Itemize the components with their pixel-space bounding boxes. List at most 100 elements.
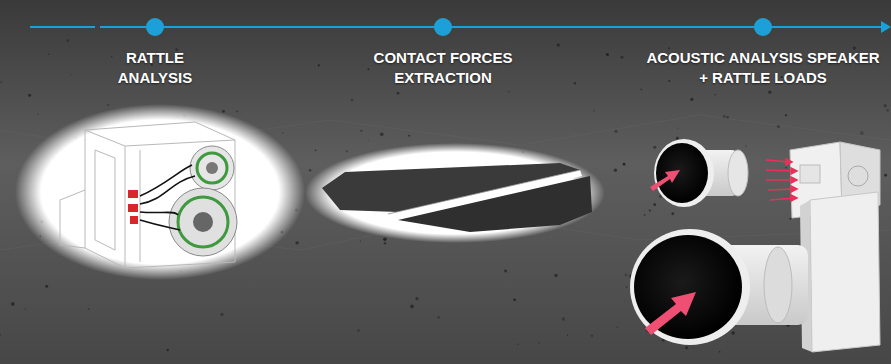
particle <box>351 99 354 102</box>
particle <box>28 94 31 97</box>
particle <box>236 110 238 112</box>
particle <box>309 169 311 171</box>
connector-line <box>528 26 643 28</box>
particle <box>768 90 771 93</box>
particle <box>690 98 693 101</box>
particle <box>614 130 617 133</box>
particle <box>574 82 576 84</box>
particle <box>653 203 656 206</box>
particle <box>360 130 362 132</box>
particle <box>884 174 887 177</box>
stage-node: ACOUSTIC ANALYSIS SPEAKER + RATTLE LOADS <box>643 17 883 88</box>
spotlight <box>15 104 305 280</box>
stage-title: RATTLE ANALYSIS <box>100 48 210 88</box>
particle <box>45 285 48 288</box>
timeline <box>30 26 95 28</box>
particle <box>437 316 440 319</box>
particle <box>408 135 410 137</box>
particle <box>789 218 791 220</box>
particle <box>557 43 560 46</box>
particle <box>719 351 721 353</box>
particle <box>649 209 651 211</box>
particle <box>659 195 662 198</box>
particle <box>860 131 864 135</box>
particle <box>745 146 747 148</box>
particle <box>567 334 568 335</box>
particle <box>731 331 735 335</box>
particle <box>668 80 670 82</box>
particle <box>591 335 594 338</box>
particle <box>538 342 540 344</box>
particle <box>785 114 787 116</box>
particle <box>222 110 225 113</box>
particle <box>318 64 320 66</box>
particle <box>24 308 25 309</box>
load-arrow <box>650 170 680 191</box>
particle <box>295 241 298 244</box>
timeline-marker <box>100 17 210 37</box>
particle <box>415 297 418 300</box>
particle <box>397 92 400 95</box>
particle <box>410 305 414 309</box>
particle <box>0 81 2 83</box>
particle <box>617 326 619 328</box>
timeline-dot <box>434 18 452 36</box>
particle <box>66 39 69 42</box>
particles <box>0 39 889 352</box>
spotlight <box>305 143 605 243</box>
particle <box>685 346 688 349</box>
particle <box>0 334 1 336</box>
load-arrow <box>645 292 696 335</box>
connector-line <box>210 26 358 28</box>
particle <box>678 128 679 129</box>
particle <box>11 302 15 306</box>
particle <box>620 56 623 59</box>
contact-plates <box>322 163 592 232</box>
particle <box>107 104 109 106</box>
timeline-connector <box>210 27 358 28</box>
particle <box>357 329 360 332</box>
particle <box>886 109 889 112</box>
large-speaker <box>630 192 880 352</box>
particle <box>346 150 348 152</box>
particle <box>508 91 510 93</box>
particle <box>640 89 642 91</box>
particle <box>715 94 716 95</box>
particle <box>517 343 519 345</box>
particle <box>727 116 729 118</box>
stage-title: CONTACT FORCES EXTRACTION <box>358 48 528 88</box>
stage-title: ACOUSTIC ANALYSIS SPEAKER + RATTLE LOADS <box>643 48 883 88</box>
particle <box>644 214 646 216</box>
particle <box>315 149 317 151</box>
particle <box>368 140 369 141</box>
particle <box>71 74 72 75</box>
particle <box>111 56 112 57</box>
particle <box>884 104 887 107</box>
particle <box>380 133 384 137</box>
particle <box>37 113 39 115</box>
particle <box>220 313 223 316</box>
particle <box>671 212 674 215</box>
stage-node: CONTACT FORCES EXTRACTION <box>358 17 528 88</box>
particle <box>625 273 628 276</box>
particle <box>614 169 617 172</box>
timeline-dot <box>146 18 164 36</box>
particle <box>623 163 626 166</box>
particle <box>676 137 679 140</box>
particle <box>504 269 507 272</box>
particle <box>562 317 566 321</box>
particle <box>360 240 361 241</box>
particle <box>554 274 558 278</box>
timeline-dot <box>754 18 772 36</box>
particle <box>653 146 656 149</box>
particle <box>166 349 169 352</box>
timeline-marker <box>643 17 883 37</box>
timeline-marker <box>358 17 528 37</box>
particle <box>282 132 283 133</box>
particle <box>785 167 787 169</box>
particle <box>384 242 387 245</box>
particle <box>513 298 516 301</box>
particle <box>88 308 90 310</box>
particle <box>626 286 628 288</box>
